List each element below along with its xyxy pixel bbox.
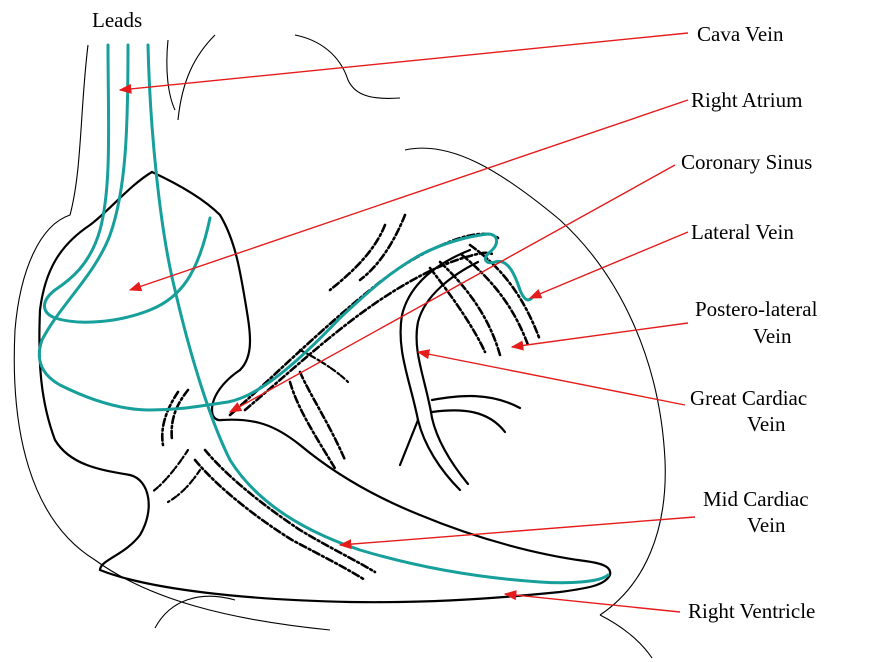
label-mid-cardiac-line1: Mid Cardiac (703, 487, 809, 511)
arrow-right-ventricle (505, 594, 680, 612)
label-great-cardiac-line2: Vein (747, 412, 786, 436)
atrium-right-edge (152, 172, 250, 370)
labels: Leads Cava Vein Right Atrium Coronary Si… (92, 8, 818, 623)
label-arrows (120, 33, 695, 612)
right-atrium-outline (39, 172, 152, 570)
label-coronary-sinus: Coronary Sinus (681, 150, 812, 174)
arrow-coronary-sinus (230, 165, 675, 412)
lead-wire-3 (148, 45, 608, 583)
label-postero-lateral-line1: Postero-lateral (695, 297, 818, 321)
label-leads: Leads (92, 8, 142, 32)
label-postero-lateral-line2: Vein (753, 324, 792, 348)
label-lateral-vein: Lateral Vein (691, 220, 794, 244)
label-great-cardiac-line1: Great Cardiac (690, 386, 807, 410)
great-cardiac-vein (400, 250, 520, 490)
label-right-atrium: Right Atrium (691, 88, 802, 112)
label-cava-vein: Cava Vein (697, 22, 784, 46)
septum-edge (212, 370, 240, 420)
arrow-cava-vein (120, 33, 688, 90)
label-mid-cardiac-line2: Vein (747, 513, 786, 537)
pacing-leads (39, 45, 608, 583)
lead-wire-2 (39, 45, 532, 410)
arrow-mid-cardiac-vein (340, 517, 695, 545)
arrow-lateral-vein (530, 232, 688, 298)
label-right-ventricle: Right Ventricle (688, 599, 815, 623)
